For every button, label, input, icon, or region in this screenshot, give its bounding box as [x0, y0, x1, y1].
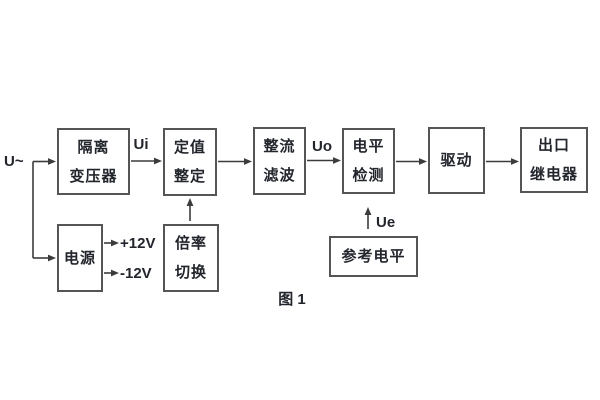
figure-caption: 图 1 [278, 291, 306, 308]
block-setting: 定值 整定 [163, 128, 217, 196]
block-label-line: 继电器 [529, 166, 578, 183]
block-isolation-transformer: 隔离 变压器 [57, 128, 130, 195]
block-label-line: 电源 [63, 249, 96, 267]
signal-label-ue: Ue [376, 214, 396, 231]
signal-label-uo: Uo [312, 138, 332, 155]
signal-label-plus12v: +12V [120, 235, 156, 252]
block-level-detection: 电平 检测 [342, 128, 395, 194]
block-label-line: 参考电平 [341, 248, 406, 265]
block-label-line: 滤波 [263, 167, 296, 184]
block-output-relay: 出口 继电器 [520, 127, 588, 193]
block-reference-level: 参考电平 [329, 236, 418, 277]
signal-label-input: U~ [4, 153, 24, 170]
block-ratio-switch: 倍率 切换 [163, 224, 219, 292]
block-label-line: 隔离 [77, 138, 110, 156]
block-rectifier-filter: 整流 滤波 [253, 127, 306, 195]
signal-label-ui: Ui [133, 136, 149, 153]
block-label-line: 驱动 [440, 152, 473, 169]
signal-label-minus12v: -12V [120, 265, 152, 282]
block-label-line: 变压器 [69, 167, 118, 185]
block-label-line: 出口 [537, 137, 570, 154]
block-label-line: 整流 [263, 138, 296, 155]
block-power-supply: 电源 [57, 224, 103, 292]
block-drive: 驱动 [428, 127, 485, 194]
block-label-line: 检测 [352, 167, 385, 184]
block-label-line: 整定 [173, 168, 206, 185]
block-label-line: 定值 [173, 139, 206, 156]
block-label-line: 倍率 [174, 235, 207, 252]
block-label-line: 切换 [174, 264, 207, 281]
block-label-line: 电平 [352, 138, 385, 155]
